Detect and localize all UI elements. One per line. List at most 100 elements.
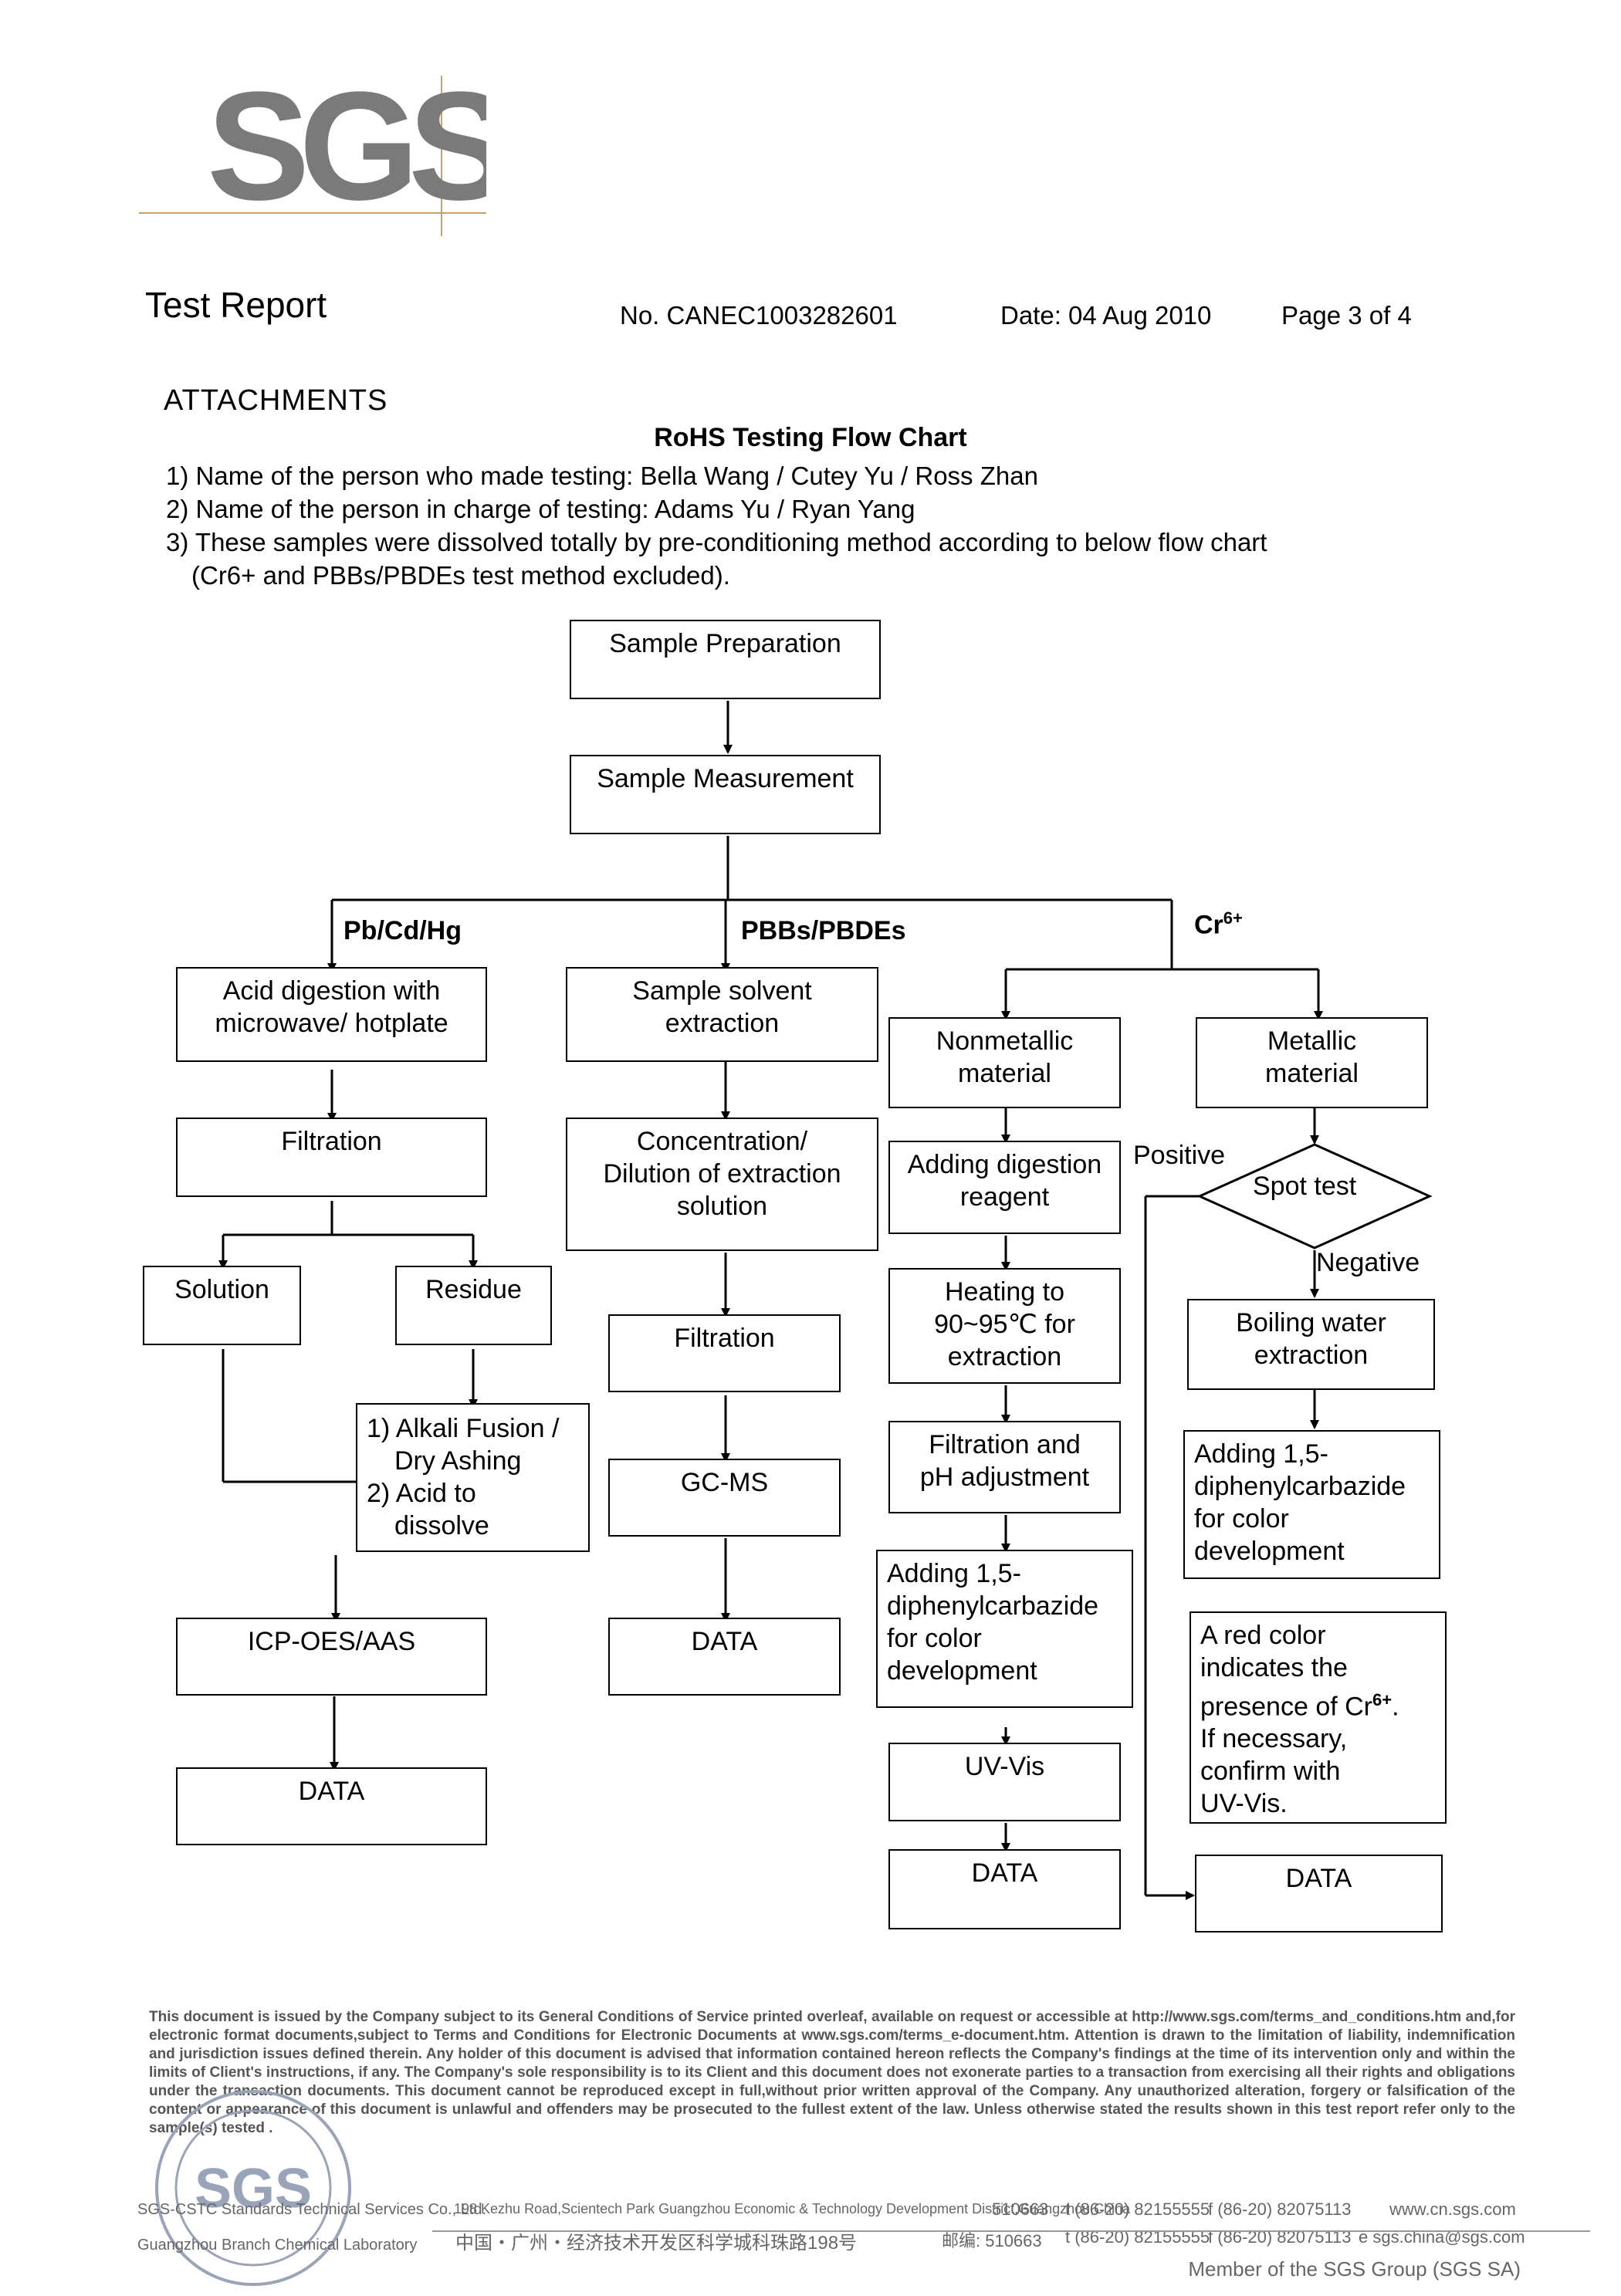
heating-box: Heating to 90~95℃ for extraction	[888, 1268, 1121, 1384]
concentration-line-1: Concentration/	[636, 1127, 808, 1156]
metallic-line-1: Metallic	[1267, 1026, 1357, 1056]
acid-digestion-line-2: microwave/ hotplate	[215, 1009, 448, 1038]
red-color-period: .	[1392, 1692, 1399, 1722]
filtration-label-pbb: Filtration	[674, 1324, 775, 1353]
sample-preparation-label: Sample Preparation	[609, 629, 841, 658]
data-box-pbb: DATA	[608, 1618, 841, 1696]
alkali-fusion-line-1: 1) Alkali Fusion /	[367, 1414, 560, 1443]
adding-digestion-line-2: reagent	[959, 1182, 1050, 1212]
heating-line-1: Heating to	[945, 1277, 1064, 1307]
solution-label: Solution	[174, 1275, 269, 1304]
flow-connectors	[218, 701, 1433, 1900]
negative-label: Negative	[1316, 1248, 1420, 1277]
alkali-fusion-line-4: dissolve	[394, 1511, 489, 1540]
sample-preparation-box: Sample Preparation	[570, 620, 881, 699]
solvent-extraction-line-1: Sample solvent	[632, 976, 812, 1006]
sample-measurement-label: Sample Measurement	[597, 764, 854, 793]
postcode-chinese: 邮编: 510663	[942, 2231, 1042, 2250]
spot-test-label: Spot test	[1253, 1172, 1357, 1201]
uv-vis-label: UV-Vis	[964, 1752, 1045, 1781]
icp-oes-aas-box: ICP-OES/AAS	[176, 1618, 487, 1696]
stamp-text: SGS	[195, 2158, 312, 2220]
sample-measurement-box: Sample Measurement	[570, 755, 881, 834]
note-3-continued: (Cr6+ and PBBs/PBDEs test method exclude…	[191, 561, 730, 590]
acid-digestion-box: Acid digestion with microwave/ hotplate	[176, 967, 487, 1062]
concentration-line-2: Dilution of extraction	[603, 1159, 841, 1189]
solution-box: Solution	[143, 1266, 301, 1345]
website: www.cn.sgs.com	[1389, 2200, 1516, 2219]
metallic-material-box: Metallic material	[1196, 1017, 1428, 1108]
adding-diphenylcarbazide-box-nonmetal: Adding 1,5- diphenylcarbazide for color …	[876, 1550, 1133, 1708]
filtration-ph-box: Filtration and pH adjustment	[888, 1421, 1121, 1513]
attachments-heading: ATTACHMENTS	[164, 384, 388, 417]
note-2: 2) Name of the person in charge of testi…	[166, 495, 915, 523]
company-stamp-seal: SGS	[155, 2090, 351, 2286]
filtration-label-pb: Filtration	[281, 1127, 382, 1156]
data-box-nonmetal: DATA	[888, 1849, 1121, 1929]
postcode: 510663	[992, 2200, 1049, 2219]
nonmetallic-line-1: Nonmetallic	[936, 1026, 1074, 1056]
nonmetallic-material-box: Nonmetallic material	[888, 1017, 1121, 1108]
red-color-line-3: presence of Cr6+.	[1200, 1684, 1445, 1723]
icp-oes-aas-label: ICP-OES/AAS	[247, 1627, 416, 1656]
red-color-line-2: indicates the	[1200, 1653, 1348, 1682]
data-box-metal: DATA	[1195, 1855, 1443, 1932]
report-number: No. CANEC1003282601	[620, 301, 898, 330]
cr-label: Cr	[1194, 910, 1223, 940]
red-color-line-1: A red color	[1200, 1621, 1326, 1650]
data-box-pb: DATA	[176, 1767, 487, 1845]
uv-vis-box: UV-Vis	[888, 1743, 1121, 1821]
data-label-pb: DATA	[298, 1777, 365, 1806]
address-english: 198 Kezhu Road,Scientech Park Guangzhou …	[454, 2201, 1131, 2217]
note-3: 3) These samples were dissolved totally …	[166, 528, 1267, 556]
company-lab-name: Guangzhou Branch Chemical Laboratory	[137, 2237, 418, 2254]
data-label-nonmetal: DATA	[971, 1858, 1038, 1888]
nonmetal-adding-line-3: for color	[887, 1624, 982, 1653]
filtration-box-pb: Filtration	[176, 1118, 487, 1197]
filtration-box-pbb: Filtration	[608, 1314, 841, 1392]
metal-adding-line-4: development	[1194, 1537, 1345, 1566]
red-color-line-5: confirm with	[1200, 1757, 1341, 1787]
metal-adding-line-2: diphenylcarbazide	[1194, 1472, 1406, 1501]
data-label-pbb: DATA	[691, 1627, 758, 1656]
residue-box: Residue	[395, 1266, 552, 1345]
adding-digestion-line-1: Adding digestion	[907, 1150, 1102, 1179]
boiling-water-line-1: Boiling water	[1236, 1308, 1386, 1337]
page-number: Page 3 of 4	[1281, 301, 1412, 330]
report-date: Date: 04 Aug 2010	[1000, 301, 1212, 330]
heating-line-3: extraction	[947, 1342, 1062, 1371]
metallic-line-2: material	[1265, 1059, 1359, 1088]
concentration-line-3: solution	[676, 1192, 768, 1221]
note-1: 1) Name of the person who made testing: …	[166, 462, 1038, 490]
solvent-extraction-line-2: extraction	[665, 1009, 780, 1038]
sgs-logo: SGS	[139, 76, 486, 236]
residue-label: Residue	[425, 1275, 522, 1304]
heating-line-2: 90~95℃ for	[934, 1310, 1075, 1339]
metal-adding-line-3: for color	[1194, 1504, 1289, 1533]
branch-label-pbbs-pbdes: PBBs/PBDEs	[741, 916, 906, 945]
acid-digestion-line-1: Acid digestion with	[222, 976, 441, 1006]
nonmetal-adding-line-1: Adding 1,5-	[887, 1559, 1021, 1588]
boiling-water-extraction-box: Boiling water extraction	[1187, 1299, 1435, 1390]
data-label-metal: DATA	[1285, 1864, 1352, 1893]
gc-ms-label: GC-MS	[680, 1468, 769, 1497]
member-of-sgs-group: Member of the SGS Group (SGS SA)	[1188, 2257, 1521, 2281]
red-color-line-6: UV-Vis.	[1200, 1789, 1288, 1819]
flow-chart-title: RoHS Testing Flow Chart	[654, 423, 967, 452]
gc-ms-box: GC-MS	[608, 1459, 841, 1537]
alkali-fusion-box: 1) Alkali Fusion / Dry Ashing 2) Acid to…	[356, 1403, 590, 1552]
nonmetal-adding-line-2: diphenylcarbazide	[887, 1591, 1099, 1621]
telephone: t (86-20) 82155555	[1065, 2200, 1210, 2219]
logo-text: SGS	[207, 76, 486, 232]
filtration-ph-line-2: pH adjustment	[919, 1462, 1090, 1492]
footer-divider	[432, 2230, 1590, 2232]
branch-label-cr6: Cr6+	[1194, 908, 1243, 940]
nonmetallic-line-2: material	[958, 1059, 1051, 1088]
fax: f (86-20) 82075113	[1208, 2200, 1352, 2219]
address-chinese: 中国・广州・经济技术开发区科学城科珠路198号	[455, 2233, 858, 2254]
red-color-line-4: If necessary,	[1200, 1724, 1348, 1754]
positive-label: Positive	[1133, 1141, 1226, 1170]
nonmetal-adding-line-4: development	[887, 1656, 1037, 1686]
red-color-superscript: 6+	[1372, 1690, 1393, 1709]
disclaimer-text: This document is issued by the Company s…	[149, 2009, 1515, 2136]
